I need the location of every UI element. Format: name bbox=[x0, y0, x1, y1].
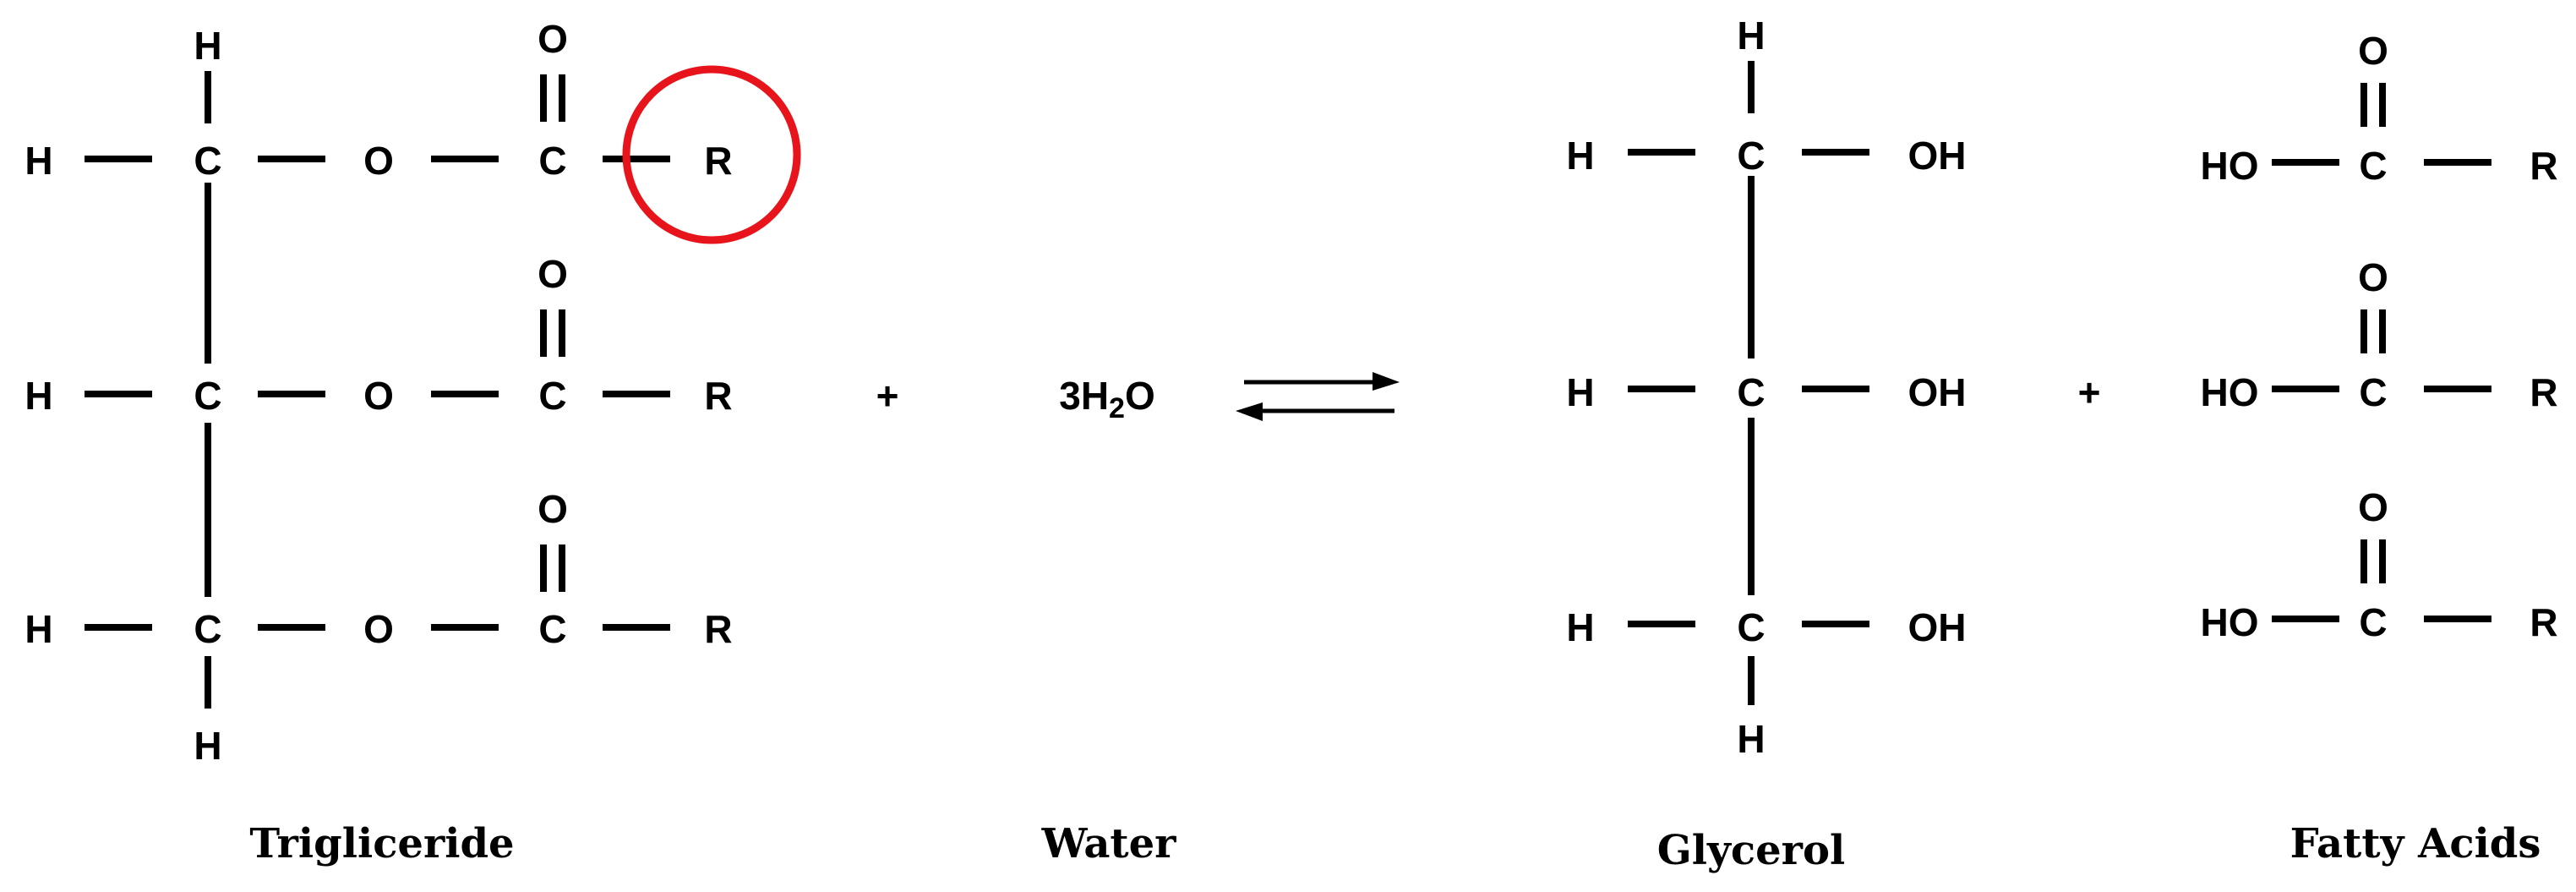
hydroxyl: OH bbox=[1908, 134, 1967, 178]
carbon: C bbox=[194, 374, 221, 418]
glycerol-row-2: H C OH bbox=[1566, 370, 1966, 414]
triglyceride-label: Trigliceride bbox=[249, 820, 514, 867]
ester-oxygen: O bbox=[363, 607, 394, 651]
top-hydrogen: H bbox=[1737, 14, 1765, 57]
bottom-hydrogen: H bbox=[1737, 717, 1765, 761]
carbonyl-oxygen: O bbox=[2358, 255, 2388, 299]
water-formula: 3H2O bbox=[1059, 374, 1155, 424]
carbonyl-oxygen: O bbox=[538, 17, 568, 61]
r-group: R bbox=[2530, 144, 2557, 188]
hydrogen: H bbox=[1566, 134, 1594, 178]
hydrogen: H bbox=[1566, 605, 1594, 649]
carbon: C bbox=[2359, 144, 2387, 188]
r-group: R bbox=[704, 139, 732, 183]
carbonyl-oxygen: O bbox=[538, 487, 568, 531]
hydroxyl: OH bbox=[1908, 370, 1967, 414]
carbon: C bbox=[1737, 134, 1765, 178]
carbonyl-carbon: C bbox=[538, 607, 566, 651]
carbonyl-carbon: C bbox=[538, 374, 566, 418]
water-formula-tail: O bbox=[1125, 374, 1155, 418]
carbon: C bbox=[2359, 370, 2387, 414]
ester-row-1: H C O C R O bbox=[25, 17, 732, 183]
glycerol: H H H C OH H C OH H C OH Glycerol bbox=[1566, 14, 1966, 874]
water-label: Water bbox=[1041, 820, 1177, 867]
hydrogen: H bbox=[1566, 370, 1594, 414]
ester-row-3: H C O C R O bbox=[25, 487, 732, 651]
r-group: R bbox=[2530, 370, 2557, 414]
plus-sign: + bbox=[876, 374, 899, 418]
hydroxyl: HO bbox=[2201, 600, 2259, 644]
r-group: R bbox=[704, 374, 732, 418]
glycerol-label: Glycerol bbox=[1657, 827, 1845, 874]
hydroxyl: HO bbox=[2201, 370, 2259, 414]
carbon: C bbox=[194, 139, 221, 183]
triglyceride: H H H C O C R O H C O C bbox=[25, 17, 801, 867]
carbonyl-oxygen: O bbox=[2358, 485, 2388, 529]
hydrogen: H bbox=[25, 374, 52, 418]
r-group: R bbox=[704, 607, 732, 651]
glycerol-row-3: H C OH bbox=[1566, 605, 1966, 649]
r-group-highlight-circle bbox=[622, 65, 801, 244]
glycerol-row-1: H C OH bbox=[1566, 134, 1966, 178]
hydrogen: H bbox=[25, 607, 52, 651]
carbonyl-oxygen: O bbox=[538, 252, 568, 296]
ester-row-2: H C O C R O bbox=[25, 252, 732, 418]
forward-arrowhead bbox=[1373, 372, 1400, 391]
water-formula-coef: 3H bbox=[1059, 374, 1109, 418]
bottom-hydrogen: H bbox=[194, 724, 221, 768]
hydroxyl: HO bbox=[2201, 144, 2259, 188]
hydroxyl: OH bbox=[1908, 605, 1967, 649]
fatty-acids: HO C R O HO C R O HO C R O bbox=[2201, 29, 2558, 867]
water-formula-subscript: 2 bbox=[1109, 392, 1125, 424]
equilibrium-arrows bbox=[1236, 372, 1400, 421]
fatty-acids-label: Fatty Acids bbox=[2290, 820, 2541, 867]
ester-oxygen: O bbox=[363, 139, 394, 183]
carbon: C bbox=[2359, 600, 2387, 644]
fatty-acid-3: HO C R O bbox=[2201, 485, 2558, 644]
carbon: C bbox=[1737, 370, 1765, 414]
carbonyl-carbon: C bbox=[538, 139, 566, 183]
reverse-arrowhead bbox=[1236, 402, 1263, 421]
r-group: R bbox=[2530, 600, 2557, 644]
carbon: C bbox=[1737, 605, 1765, 649]
water: 3H2O Water bbox=[1041, 374, 1177, 867]
carbonyl-oxygen: O bbox=[2358, 29, 2388, 73]
fatty-acid-2: HO C R O bbox=[2201, 255, 2558, 414]
ester-oxygen: O bbox=[363, 374, 394, 418]
carbon: C bbox=[194, 607, 221, 651]
fatty-acid-1: HO C R O bbox=[2201, 29, 2558, 188]
plus-sign-2: + bbox=[2078, 370, 2101, 414]
top-hydrogen: H bbox=[194, 24, 221, 68]
hydrogen: H bbox=[25, 139, 52, 183]
